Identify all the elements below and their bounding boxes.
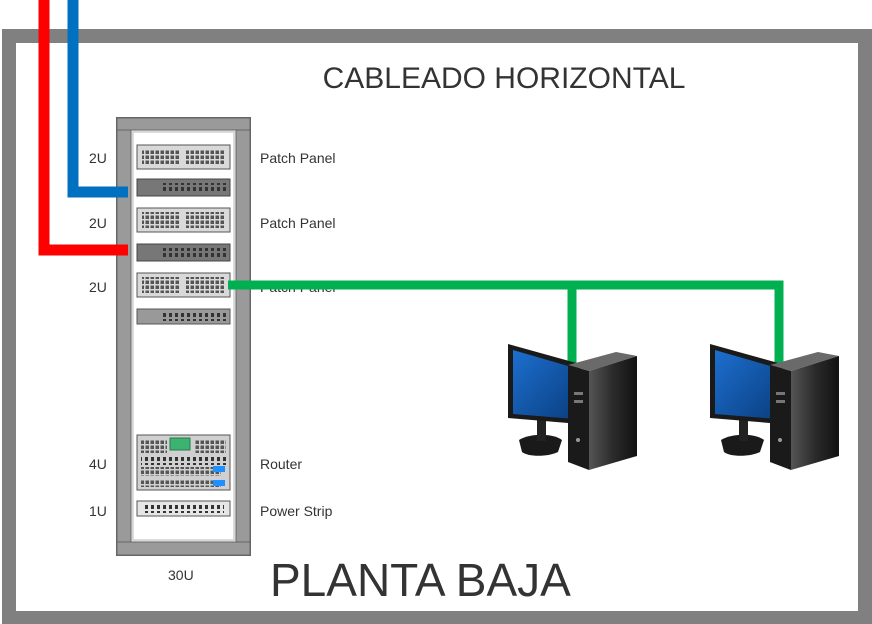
unit-size-label: 1U xyxy=(89,503,107,519)
patch-panel-3 xyxy=(136,272,231,298)
unit-size-label: 4U xyxy=(89,456,107,472)
rack-total-label: 30U xyxy=(168,567,194,583)
horizontal-cable xyxy=(228,280,784,372)
switch-2 xyxy=(136,243,231,262)
patch-panel-2 xyxy=(136,207,231,233)
floor-label: PLANTA BAJA xyxy=(270,554,571,606)
unit-size-label: 2U xyxy=(89,215,107,231)
router-device xyxy=(136,434,231,491)
workstation-1 xyxy=(508,344,637,470)
backbone-cables xyxy=(38,0,128,256)
patch-panel-1 xyxy=(136,144,231,170)
device-labels: Patch Panel Patch Panel Patch Panel Rout… xyxy=(260,150,336,519)
desktop-computer-icon xyxy=(508,344,637,470)
power-strip xyxy=(136,500,231,517)
diagram-title: CABLEADO HORIZONTAL xyxy=(323,62,686,95)
switch-1 xyxy=(136,178,231,197)
device-label: Router xyxy=(260,456,302,472)
device-label: Patch Panel xyxy=(260,215,336,231)
switch-3 xyxy=(136,308,231,325)
blue-cable xyxy=(67,0,128,198)
unit-size-label: 2U xyxy=(89,150,107,166)
red-cable xyxy=(38,0,128,256)
desktop-computer-icon xyxy=(710,344,839,470)
device-label: Patch Panel xyxy=(260,150,336,166)
building-wall xyxy=(2,29,872,624)
device-label: Power Strip xyxy=(260,503,333,519)
green-cable-main xyxy=(228,280,784,372)
unit-size-label: 2U xyxy=(89,279,107,295)
unit-size-labels: 2U 2U 2U 4U 1U xyxy=(89,150,107,519)
workstation-2 xyxy=(710,344,839,470)
